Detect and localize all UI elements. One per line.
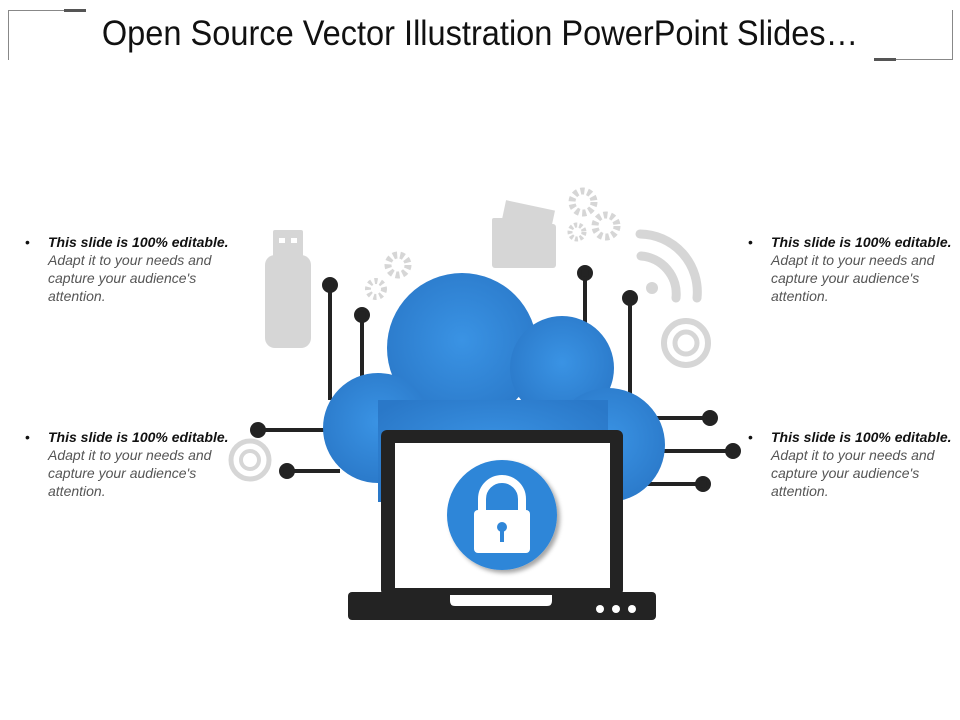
gears-icon: [365, 187, 621, 300]
bullet: •: [748, 234, 753, 250]
note-text: Adapt it to your needs and capture your …: [48, 252, 212, 304]
frame-corner: [8, 10, 9, 60]
text-note: • This slide is 100% editable. Adapt it …: [20, 428, 233, 500]
note-bold: This slide is 100% editable.: [771, 234, 952, 250]
note-text: Adapt it to your needs and capture your …: [771, 447, 935, 499]
wifi-icon: [635, 229, 702, 303]
bullet: •: [25, 234, 30, 250]
text-note: • This slide is 100% editable. Adapt it …: [743, 233, 956, 305]
frame-corner: [64, 9, 86, 12]
slide-title: Open Source Vector Illustration PowerPoi…: [101, 14, 859, 53]
note-text: Adapt it to your needs and capture your …: [771, 252, 935, 304]
circuit-lines: [250, 265, 741, 492]
note-text: Adapt it to your needs and capture your …: [48, 447, 212, 499]
target-icon: [661, 318, 711, 368]
bullet: •: [25, 429, 30, 445]
note-bold: This slide is 100% editable.: [48, 234, 229, 250]
padlock-icon: [447, 460, 557, 570]
frame-corner: [874, 59, 953, 60]
folder-icon: [492, 200, 556, 268]
note-bold: This slide is 100% editable.: [48, 429, 229, 445]
text-note: • This slide is 100% editable. Adapt it …: [743, 428, 956, 500]
target-icon: [228, 438, 272, 482]
text-note: • This slide is 100% editable. Adapt it …: [20, 233, 233, 305]
frame-corner: [952, 10, 953, 60]
bullet: •: [748, 429, 753, 445]
frame-corner: [8, 10, 86, 11]
usb-drive-icon: [265, 230, 311, 348]
note-bold: This slide is 100% editable.: [771, 429, 952, 445]
frame-corner: [874, 58, 896, 61]
